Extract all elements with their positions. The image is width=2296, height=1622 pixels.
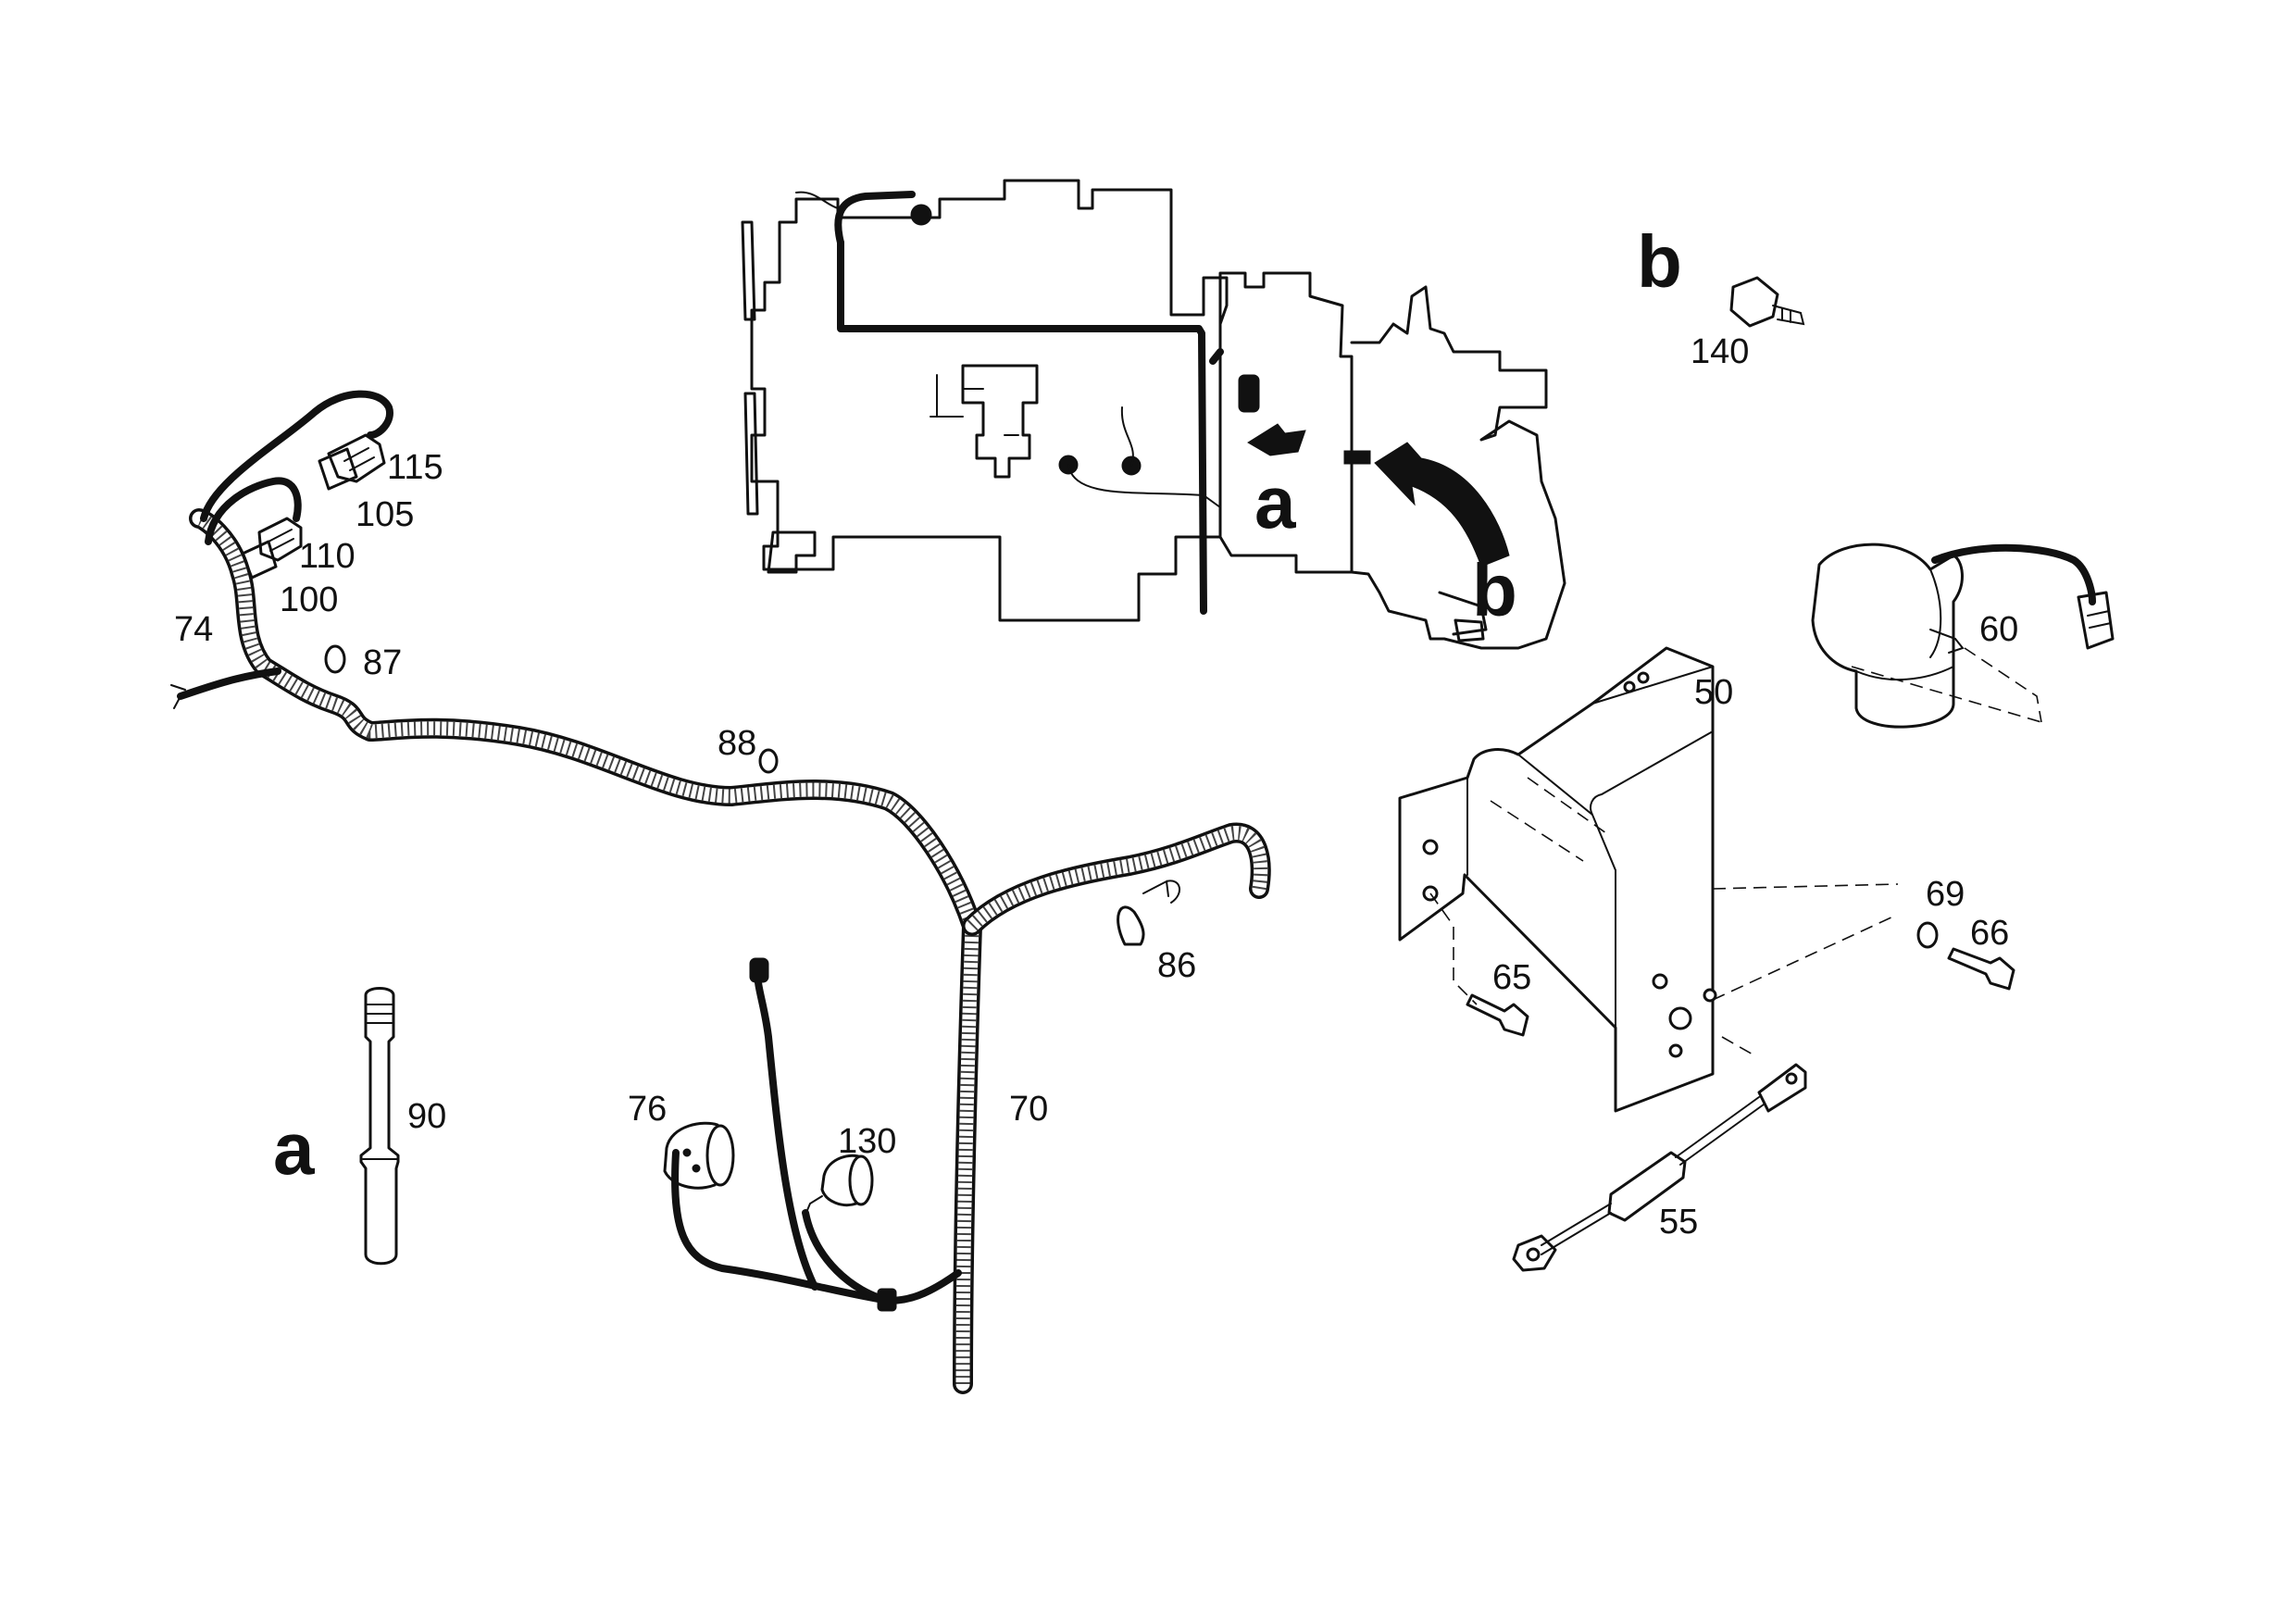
bolt-65 <box>1466 993 1529 1037</box>
clip-88 <box>758 748 779 774</box>
arrow-b-indicator <box>1374 442 1510 568</box>
callout-88: 88 <box>718 724 756 763</box>
adapter-90 <box>359 987 400 1266</box>
bracket-assembly <box>1398 543 2115 1272</box>
arrow-a-indicator <box>1247 423 1306 456</box>
washer-69 <box>1916 921 1939 949</box>
sender-100 <box>241 540 278 580</box>
engine-harness-branch <box>834 191 916 246</box>
gauge-lead-main <box>671 1149 962 1304</box>
rear-axle-lower <box>1438 591 1488 636</box>
harness-tail-end <box>170 684 186 709</box>
engine-bottom-step <box>767 530 817 574</box>
view-label-a-detail: a <box>273 1107 315 1190</box>
sender-140-thread <box>1772 305 1805 326</box>
sensor-location-b <box>1343 450 1371 465</box>
sender-on-engine <box>1238 374 1260 413</box>
callout-130: 130 <box>838 1122 896 1161</box>
harness-splice <box>877 1288 897 1312</box>
callout-110: 110 <box>299 537 356 576</box>
sender-105 <box>318 447 358 491</box>
pump-linkage <box>930 374 1019 436</box>
temperature-sender-115 <box>327 433 386 483</box>
transmission-housing <box>1218 271 1354 574</box>
rear-axle-outline <box>1350 285 1566 650</box>
callout-115: 115 <box>387 448 443 487</box>
engine-block-outline <box>750 179 1229 622</box>
wiring-harness-70 <box>170 390 1271 1394</box>
lead-to-110 <box>205 477 302 545</box>
injection-pump <box>961 364 1039 479</box>
gauge-lead-130 <box>802 1209 892 1304</box>
detail-b: b 140 <box>1637 220 1805 371</box>
tachometer-drive <box>1929 629 1965 654</box>
cable-tie-86 <box>1117 905 1145 946</box>
pressure-sender-140 <box>1729 276 1779 328</box>
callout-90: 90 <box>407 1097 446 1136</box>
axle-tab <box>1454 618 1485 643</box>
callout-76: 76 <box>628 1090 667 1129</box>
engine-overview: a b <box>741 179 1566 650</box>
harness-tail-left <box>177 668 281 700</box>
bracket-50 <box>1398 646 1715 1113</box>
view-label-b-engine: b <box>1472 549 1517 631</box>
callout-55: 55 <box>1659 1203 1698 1241</box>
callout-86: 86 <box>1157 946 1196 985</box>
harness-plug-top <box>749 957 769 983</box>
fan-blade-left <box>741 220 756 321</box>
callout-70: 70 <box>1009 1090 1048 1129</box>
callout-60: 60 <box>1979 610 2018 649</box>
callout-labels: 115 105 110 100 74 87 88 86 90 76 130 70… <box>174 448 2018 1241</box>
cable-tie-86-arrow <box>1142 880 1180 904</box>
sensor-wire <box>1067 406 1221 508</box>
clip-87 <box>324 644 346 674</box>
engine-harness-route <box>837 239 1207 615</box>
tachometer-lead <box>1931 543 2096 605</box>
rod-adjuster <box>1607 1151 1687 1222</box>
callout-87: 87 <box>363 643 402 682</box>
gauge-lead-upper <box>754 967 818 1291</box>
callout-65: 65 <box>1492 958 1531 997</box>
rod-end-right <box>1757 1063 1807 1113</box>
pressure-sender-110 <box>257 517 303 562</box>
callout-69: 69 <box>1926 875 1965 914</box>
lead-to-115 <box>200 390 393 522</box>
throttle-rod-55 <box>1541 1096 1765 1255</box>
detail-a: a <box>273 987 400 1266</box>
engine-harness-lead <box>795 191 839 209</box>
fan-blade-lower <box>743 392 759 516</box>
callout-105: 105 <box>356 495 414 534</box>
callout-74: 74 <box>174 610 213 649</box>
tachometer-plug <box>2077 591 2115 650</box>
view-label-a-engine: a <box>1254 461 1296 543</box>
bolt-66 <box>1947 947 2015 991</box>
tachometer-60 <box>1811 543 1964 729</box>
callout-100: 100 <box>280 580 338 619</box>
callout-140: 140 <box>1691 332 1749 371</box>
engine-harness-drop <box>1209 348 1224 365</box>
rod-end-left <box>1512 1234 1557 1272</box>
view-label-b-detail: b <box>1637 220 1682 303</box>
callout-66: 66 <box>1970 914 2009 953</box>
engine-sensor-top <box>910 204 932 226</box>
callout-50: 50 <box>1694 673 1733 712</box>
